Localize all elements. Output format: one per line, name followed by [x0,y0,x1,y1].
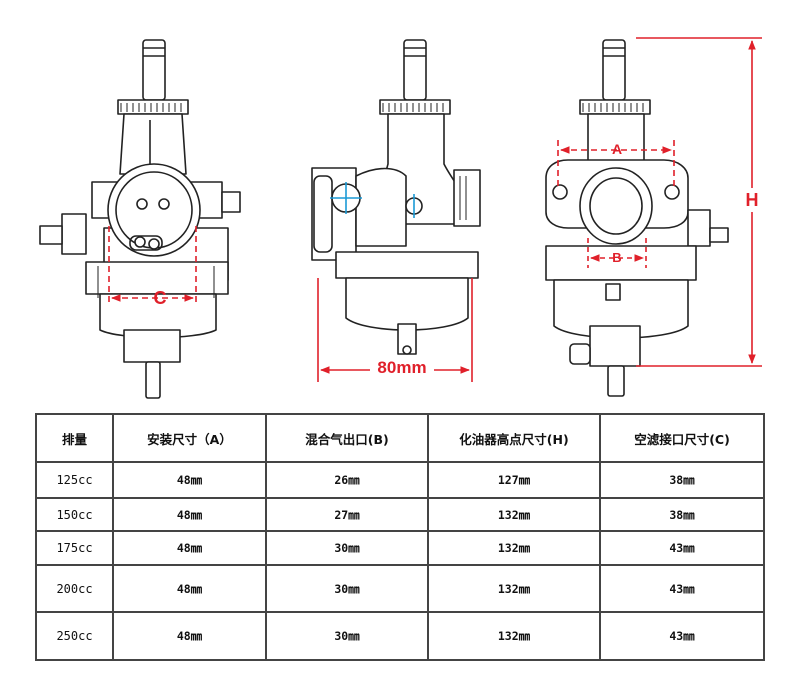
header-mount-size: 安装尺寸（A） [112,413,267,463]
cell-displacement: 250cc [35,611,114,661]
table-row: 250cc 48㎜ 30㎜ 132㎜ 43㎜ [35,611,765,661]
cell-mixture-outlet: 30㎜ [265,530,429,566]
carburetor-middle-view [311,39,481,355]
cell-mount-size: 48㎜ [112,497,267,532]
dimension-width-label: 80mm [377,358,426,377]
table-row: 150cc 48㎜ 27㎜ 132㎜ 38㎜ [35,497,765,532]
cell-air-filter-size: 38㎜ [599,497,765,532]
cell-mixture-outlet: 30㎜ [265,564,429,613]
cell-mount-size: 48㎜ [112,461,267,499]
cell-carb-height: 127㎜ [427,461,601,499]
table-header-row: 排量 安装尺寸（A） 混合气出口(B) 化油器高点尺寸(H) 空滤接口尺寸(C) [35,413,765,463]
cell-carb-height: 132㎜ [427,497,601,532]
cell-mount-size: 48㎜ [112,530,267,566]
dimension-b: B [587,238,647,268]
cell-air-filter-size: 38㎜ [599,461,765,499]
cell-carb-height: 132㎜ [427,611,601,661]
dimension-a-label: A [612,141,622,157]
spec-table: 排量 安装尺寸（A） 混合气出口(B) 化油器高点尺寸(H) 空滤接口尺寸(C)… [35,413,765,661]
table-row: 125cc 48㎜ 26㎜ 127㎜ 38㎜ [35,461,765,499]
cell-mount-size: 48㎜ [112,611,267,661]
table-row: 175cc 48㎜ 30㎜ 132㎜ 43㎜ [35,530,765,566]
cell-air-filter-size: 43㎜ [599,611,765,661]
cell-displacement: 200cc [35,564,114,613]
cell-mixture-outlet: 30㎜ [265,611,429,661]
cell-displacement: 175cc [35,530,114,566]
carburetor-dimension-drawing: C 80mm [39,37,764,399]
header-displacement: 排量 [35,413,114,463]
dimension-h-label: H [746,190,759,210]
cell-mixture-outlet: 26㎜ [265,461,429,499]
cell-air-filter-size: 43㎜ [599,564,765,613]
carburetor-left-view [39,39,241,399]
dimension-c-label: C [154,288,167,308]
cell-mixture-outlet: 27㎜ [265,497,429,532]
table-row: 200cc 48㎜ 30㎜ 132㎜ 43㎜ [35,564,765,613]
cell-air-filter-size: 43㎜ [599,530,765,566]
header-mixture-outlet: 混合气出口(B) [265,413,429,463]
dimension-c: C [108,226,197,308]
cell-mount-size: 48㎜ [112,564,267,613]
cell-carb-height: 132㎜ [427,530,601,566]
carburetor-right-view [545,39,729,397]
dimension-width: 80mm [317,278,473,382]
dimension-h: H [636,37,764,367]
header-carb-height: 化油器高点尺寸(H) [427,413,601,463]
dimension-b-label: B [612,250,621,265]
cell-carb-height: 132㎜ [427,564,601,613]
cell-displacement: 125cc [35,461,114,499]
cell-displacement: 150cc [35,497,114,532]
dimension-a: A [557,140,675,190]
header-air-filter-size: 空滤接口尺寸(C) [599,413,765,463]
